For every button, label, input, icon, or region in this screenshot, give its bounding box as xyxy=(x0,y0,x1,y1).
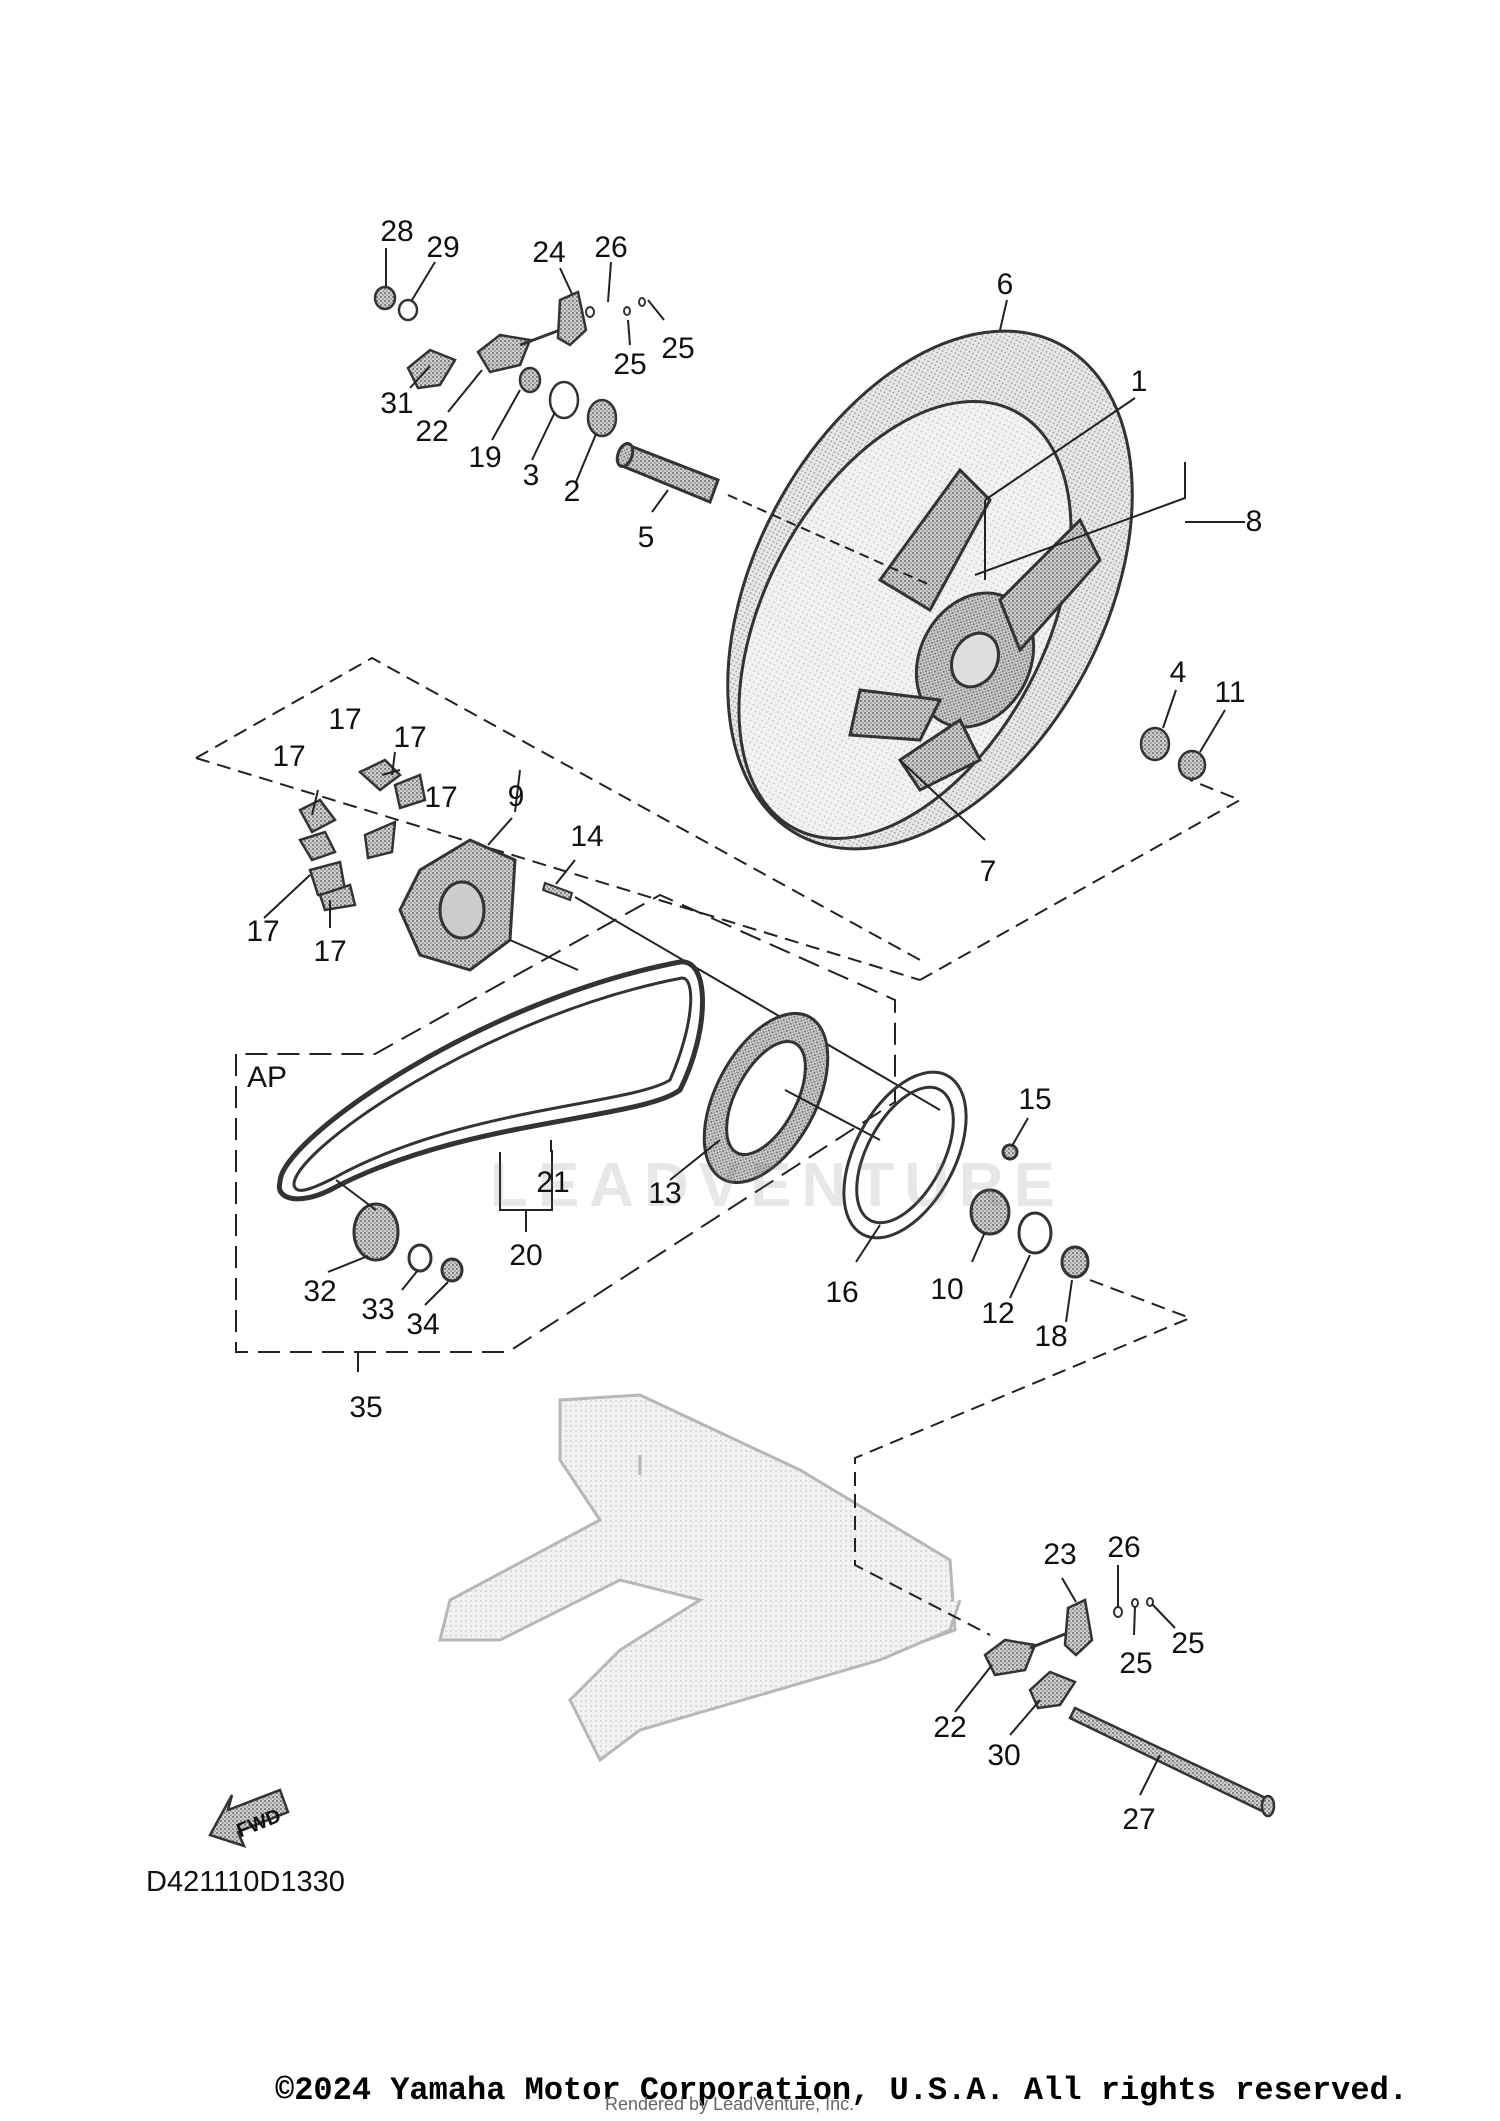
part-label: 26 xyxy=(594,231,628,264)
nut-34 xyxy=(440,1257,464,1283)
adjuster-block-22a xyxy=(476,333,532,374)
watermark: LEADVENTURE xyxy=(490,1151,1066,1220)
part-label: 17 xyxy=(328,703,362,736)
part-label: 17 xyxy=(393,721,427,754)
part-label: 27 xyxy=(1122,1803,1156,1836)
part-label: 17 xyxy=(424,781,458,814)
part-label: 13 xyxy=(648,1177,682,1210)
part-label: 8 xyxy=(1245,505,1263,538)
collar-18 xyxy=(1060,1245,1090,1279)
plate-24 xyxy=(556,290,588,347)
part-label: 9 xyxy=(507,780,525,813)
axle-collar xyxy=(615,441,720,504)
sprocket-plate xyxy=(842,1070,968,1240)
drawing-code: D421110D1330 xyxy=(146,1866,345,1898)
part-label: 19 xyxy=(468,441,502,474)
driven-flange xyxy=(398,838,517,972)
hub-dampers xyxy=(298,758,427,912)
part-label: 25 xyxy=(1171,1627,1205,1660)
washer-29 xyxy=(397,298,419,322)
part-label: 28 xyxy=(380,215,414,248)
rendered-by-note: Rendered by LeadVenture, Inc. xyxy=(605,2094,855,2114)
part-label: 29 xyxy=(426,231,460,264)
part-label: 3 xyxy=(522,459,540,492)
part-label: 34 xyxy=(406,1308,440,1341)
part-label: 6 xyxy=(996,268,1014,301)
part-label: 30 xyxy=(987,1739,1021,1772)
part-label: 22 xyxy=(933,1711,967,1744)
nut-15 xyxy=(1001,1143,1019,1161)
spacer-19 xyxy=(518,366,542,394)
part-label: 25 xyxy=(1119,1647,1153,1680)
part-label: 4 xyxy=(1169,656,1187,689)
oil-seal-12 xyxy=(1017,1211,1053,1255)
bearing-4 xyxy=(1139,726,1171,762)
part-label: 25 xyxy=(661,332,695,365)
part-label: 12 xyxy=(981,1297,1015,1330)
seal-3 xyxy=(548,380,580,420)
part-label: 16 xyxy=(825,1276,859,1309)
part-label: 15 xyxy=(1018,1083,1052,1116)
part-label: 31 xyxy=(380,387,414,420)
leader-lines xyxy=(263,248,1245,1796)
rear-sprocket xyxy=(702,1011,830,1185)
pivot-shaft-27 xyxy=(1068,1706,1272,1814)
part-label: 32 xyxy=(303,1275,337,1308)
part-label: 10 xyxy=(930,1273,964,1306)
part-label: 2 xyxy=(563,475,581,508)
swingarm xyxy=(438,1393,962,1763)
copyright-notice: ©2024 Yamaha Motor Corporation, U.S.A. A… xyxy=(275,2072,1408,2109)
part-label: 14 xyxy=(570,820,604,853)
part-label: 24 xyxy=(532,236,566,269)
part-label: 17 xyxy=(272,740,306,773)
bearing-10 xyxy=(969,1188,1011,1236)
part-label: 21 xyxy=(536,1166,570,1199)
drive-chain xyxy=(276,959,705,1202)
part-label: 7 xyxy=(979,855,997,888)
part-label: 26 xyxy=(1107,1531,1141,1564)
part-label: 23 xyxy=(1043,1538,1077,1571)
part-label: 33 xyxy=(361,1293,395,1326)
part-label: 25 xyxy=(613,348,647,381)
part-label: 20 xyxy=(509,1239,543,1272)
part-label: 5 xyxy=(637,521,655,554)
part-label: 35 xyxy=(349,1391,383,1424)
part-label: 18 xyxy=(1034,1320,1068,1353)
part-label: 1 xyxy=(1130,365,1148,398)
part-label: 17 xyxy=(246,915,280,948)
adjuster-block-22b xyxy=(983,1638,1037,1677)
ap-group-label: AP xyxy=(246,1061,288,1094)
collar-11 xyxy=(1177,749,1207,781)
fwd-arrow xyxy=(208,1788,290,1849)
bearing-2 xyxy=(586,398,618,438)
hub-group-outline xyxy=(195,656,1243,981)
plate-23 xyxy=(1063,1598,1094,1657)
washer-33 xyxy=(407,1243,433,1273)
part-label: 17 xyxy=(313,935,347,968)
drive-sprocket xyxy=(352,1202,400,1262)
nut-28 xyxy=(373,285,397,311)
part-label: 11 xyxy=(1214,676,1246,709)
part-label: 22 xyxy=(415,415,449,448)
stud-14 xyxy=(541,881,574,902)
